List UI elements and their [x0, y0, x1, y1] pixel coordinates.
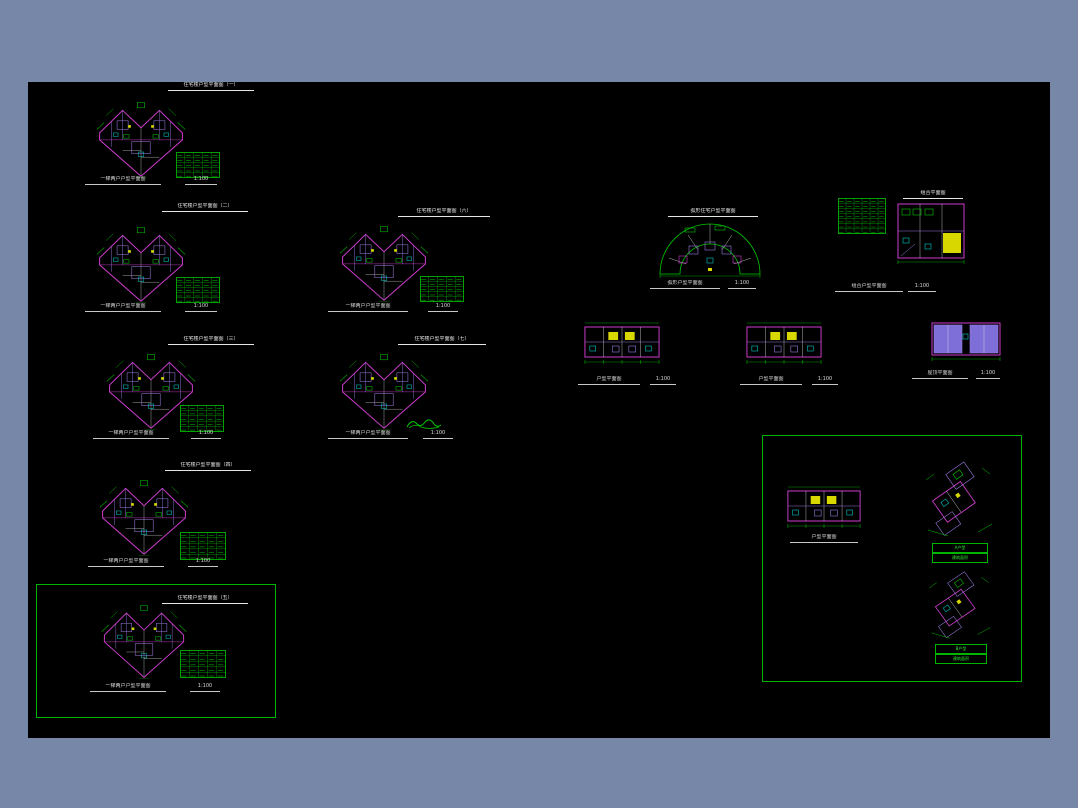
drawing-caption: 户型平面图	[578, 376, 640, 385]
drawing-caption: 1:100	[423, 430, 453, 439]
floor-plan-1	[95, 100, 187, 178]
drawing-caption: 户型平面图	[790, 534, 858, 543]
drawing-title: 住宅楼户型平面图（一）	[168, 82, 254, 91]
green-frame-bottom-left	[36, 584, 276, 718]
drawing-caption: 一梯两户户型平面图	[328, 430, 408, 439]
drawing-caption: 屋顶平面图	[912, 370, 968, 379]
drawing-title: 住宅楼户型平面图（四）	[165, 462, 251, 471]
schedule-table-1	[176, 152, 220, 178]
drawing-caption: 组合户型平面图	[835, 283, 903, 292]
drawing-title: 住宅楼户型平面图（三）	[168, 336, 254, 345]
floor-plan-5	[100, 603, 188, 679]
unit-plan-b	[745, 320, 823, 368]
drawing-caption: 1:100	[812, 376, 838, 385]
unit-plan-a	[583, 320, 661, 368]
schedule-table-5	[180, 650, 226, 678]
schedule-table-2	[176, 277, 220, 303]
drawing-caption: 1:100	[190, 683, 220, 692]
schedule-table-3	[180, 405, 224, 432]
schedule-table-6	[420, 276, 464, 302]
drawing-title: 住宅楼户型平面图（五）	[162, 595, 248, 604]
drawing-caption: 1:100	[728, 280, 756, 289]
drawing-caption: 1:100	[976, 370, 1000, 379]
unit-plan-c	[786, 484, 862, 532]
drawing-caption: 1:100	[191, 430, 221, 439]
roof-plan	[930, 318, 1002, 364]
floor-plan-4	[98, 478, 190, 556]
drawing-title: 弧形住宅户型平面图	[668, 208, 758, 217]
multi-unit-plan	[895, 200, 967, 266]
green-label: 建筑面积	[932, 553, 988, 563]
drawing-caption: 一梯两户户型平面图	[88, 558, 164, 567]
drawing-caption: 1:100	[185, 303, 217, 312]
drawing-caption: 1:100	[908, 283, 936, 292]
canvas: 住宅楼户型平面图（一） 住宅楼户型平面图（二） 住宅楼户型平面图（三） 住宅楼户型平面…	[28, 82, 1050, 738]
floor-plan-3	[105, 352, 197, 430]
green-label: A户型	[932, 543, 988, 553]
floor-plan-7	[338, 352, 430, 430]
schedule-table-4	[180, 532, 226, 560]
drawing-caption: 一梯两户户型平面图	[93, 430, 169, 439]
drawing-caption: 户型平面图	[740, 376, 802, 385]
drawing-caption: 一梯两户户型平面图	[90, 683, 166, 692]
drawing-caption: 1:100	[185, 176, 217, 185]
floor-plan-6	[338, 224, 430, 302]
fan-floor-plan	[655, 218, 765, 278]
drawing-caption: 一梯两户户型平面图	[328, 303, 408, 312]
corner-plan-a	[918, 460, 998, 538]
plant-symbol	[405, 415, 443, 431]
drawing-title: 住宅楼户型平面图（六）	[398, 208, 490, 217]
floor-plan-2	[95, 225, 187, 303]
drawing-caption: 1:100	[428, 303, 458, 312]
drawing-caption: 弧形户型平面图	[650, 280, 720, 289]
drawing-title: 组合平面图	[903, 190, 963, 199]
green-label: 建筑面积	[935, 654, 987, 664]
drawing-caption: 1:100	[188, 558, 218, 567]
green-label: B户型	[935, 644, 987, 654]
drawing-caption: 一梯两户户型平面图	[85, 303, 161, 312]
drawing-title: 住宅楼户型平面图（七）	[398, 336, 486, 345]
drawing-caption: 1:100	[650, 376, 676, 385]
green-frame-bottom-right	[762, 435, 1022, 682]
drawing-title: 住宅楼户型平面图（二）	[162, 203, 248, 212]
drawing-caption: 一梯两户户型平面图	[85, 176, 161, 185]
schedule-table-7	[838, 198, 886, 234]
corner-plan-b	[922, 570, 996, 640]
